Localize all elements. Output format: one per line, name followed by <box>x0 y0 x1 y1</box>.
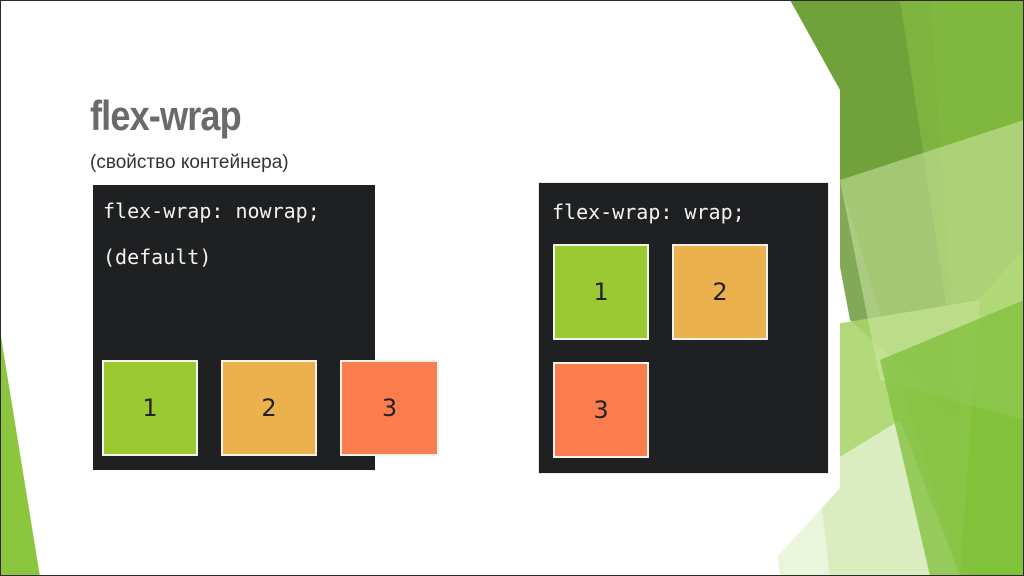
flex-item-1: 1 <box>102 360 198 456</box>
slide-subtitle: (свойство контейнера) <box>90 152 289 173</box>
default-label: (default) <box>103 245 212 269</box>
flex-item-3-wrapped: 3 <box>553 362 649 458</box>
flex-item-1: 1 <box>553 244 649 340</box>
flex-item-2: 2 <box>672 244 768 340</box>
nowrap-demo-panel: flex-wrap: nowrap; (default) 1 2 3 <box>93 185 439 470</box>
bottom-green-facet <box>880 300 1024 576</box>
wrap-code-line: flex-wrap: wrap; <box>552 200 745 224</box>
wrap-demo-panel: flex-wrap: wrap; 1 2 3 <box>538 182 829 474</box>
slide-title: flex-wrap <box>90 92 242 139</box>
nowrap-code-line: flex-wrap: nowrap; <box>103 199 320 223</box>
flex-item-2: 2 <box>221 360 317 456</box>
flex-item-3-overflow: 3 <box>340 360 439 456</box>
